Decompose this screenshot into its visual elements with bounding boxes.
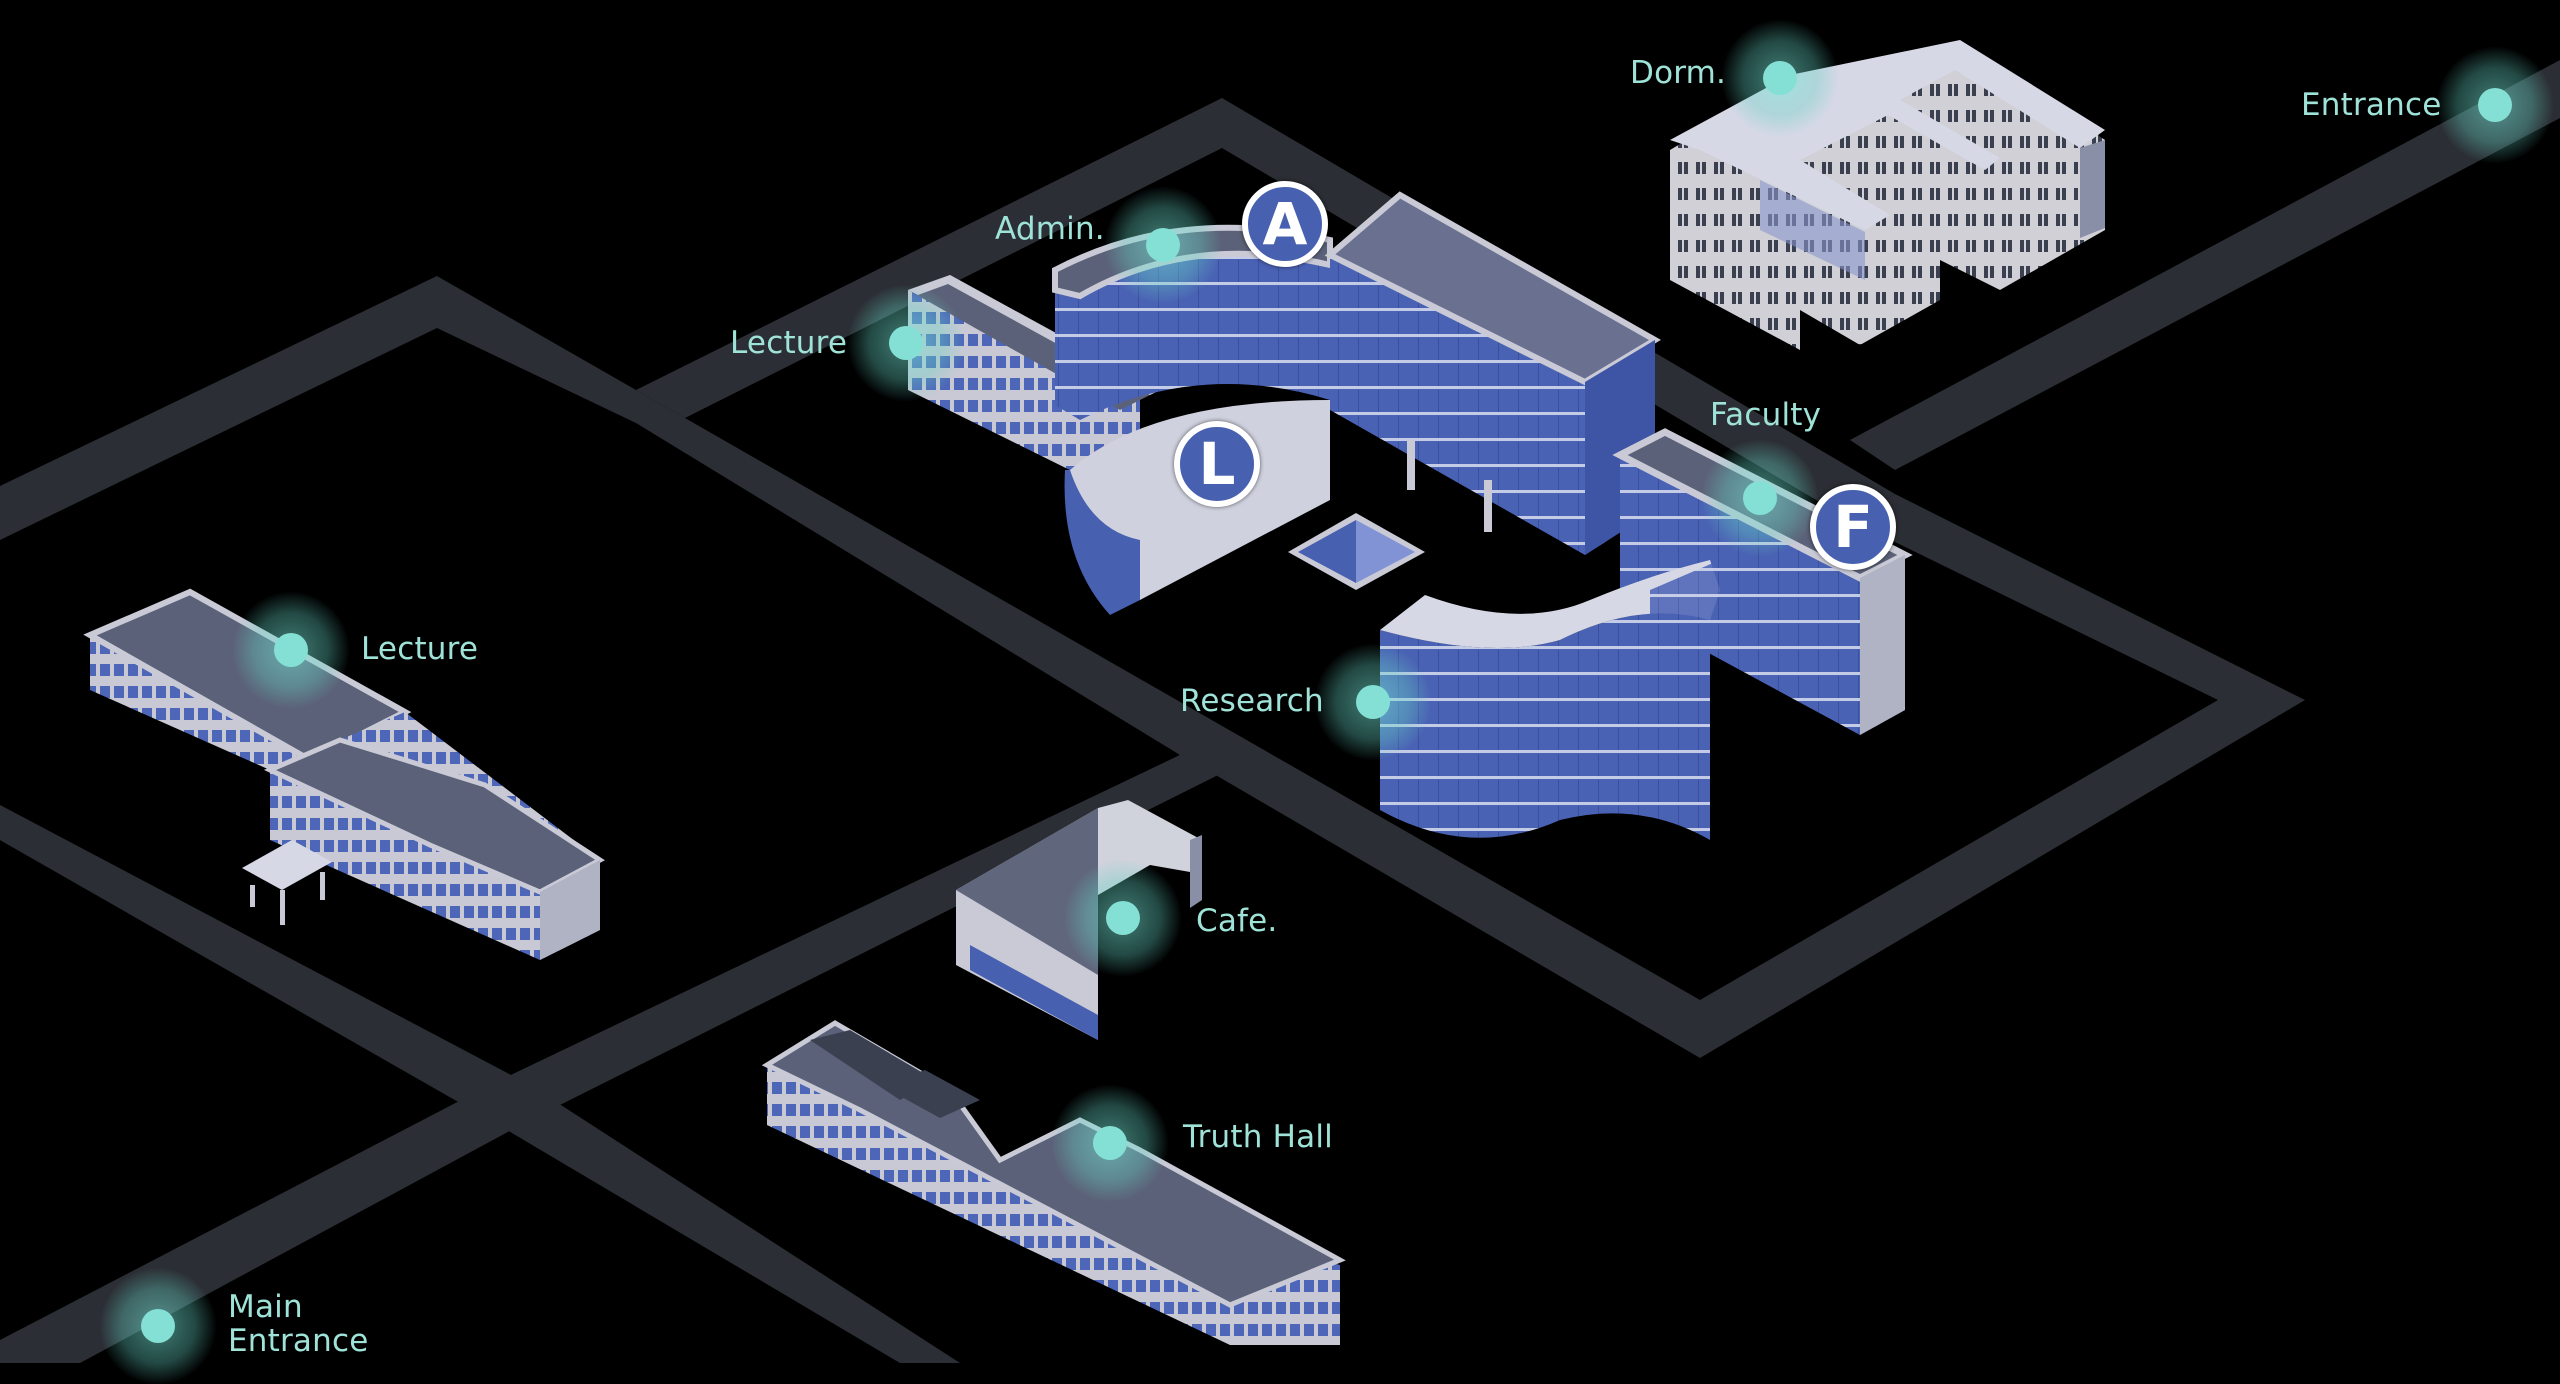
label-faculty[interactable]: Faculty <box>1710 397 1822 433</box>
location-pin-icon <box>1743 481 1777 515</box>
label-dorm[interactable]: Dorm. <box>1630 55 1727 91</box>
location-pin-icon <box>1146 228 1180 262</box>
badge-admin[interactable]: A <box>1242 181 1328 267</box>
plaza-pyramid <box>1288 513 1425 590</box>
label-lecture-west[interactable]: Lecture <box>361 631 479 667</box>
location-pin-icon <box>2478 88 2512 122</box>
label-research[interactable]: Research <box>1180 683 1324 719</box>
building-truth-hall[interactable] <box>761 1020 1346 1345</box>
location-pin-icon <box>1106 901 1140 935</box>
road-central-diagonal <box>636 390 1700 1058</box>
location-pin-icon <box>1093 1126 1127 1160</box>
label-lecture-north[interactable]: Lecture <box>730 325 848 361</box>
badge-faculty[interactable]: F <box>1810 484 1896 570</box>
building-admin-tower[interactable] <box>1324 191 1661 555</box>
location-pin-icon <box>1763 61 1797 95</box>
location-pin-icon <box>274 633 308 667</box>
label-admin[interactable]: Admin. <box>995 211 1105 247</box>
badge-lecture[interactable]: L <box>1174 421 1260 507</box>
building-research[interactable] <box>1380 560 1720 840</box>
location-pin-icon <box>1356 685 1390 719</box>
label-cafe[interactable]: Cafe. <box>1196 903 1278 939</box>
road-southwest <box>0 755 1258 1363</box>
label-truth-hall[interactable]: Truth Hall <box>1183 1119 1333 1155</box>
location-pin-icon <box>889 326 923 360</box>
road-northeast <box>1850 60 2560 470</box>
label-entrance-east[interactable]: Entrance <box>2301 87 2442 123</box>
road-south-cross <box>0 805 960 1363</box>
road-east-block <box>1700 494 2305 1058</box>
label-main-entrance[interactable]: Main Entrance <box>228 1289 369 1359</box>
location-pin-icon <box>141 1309 175 1343</box>
road-upper-left <box>636 98 1222 418</box>
